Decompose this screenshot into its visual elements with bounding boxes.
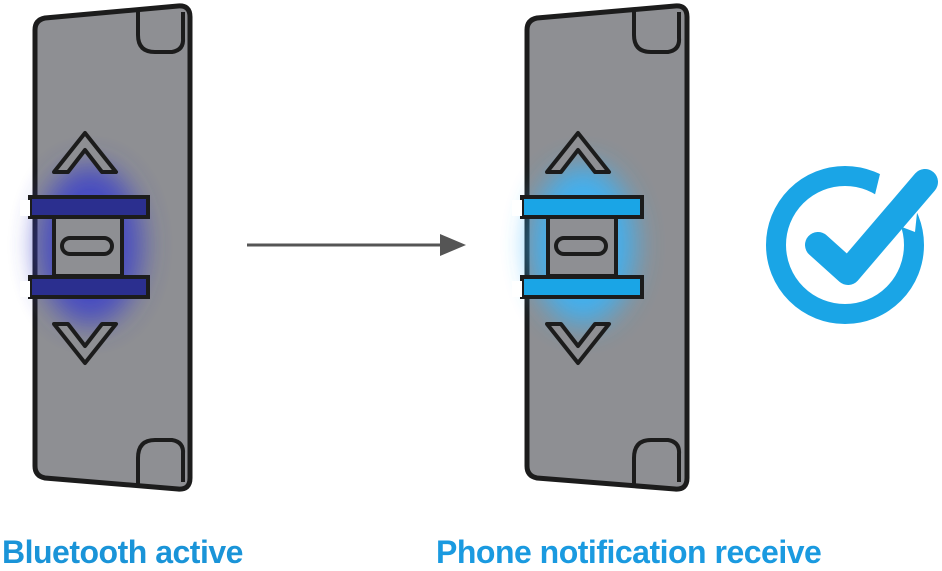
checkmark-circle-icon: [766, 166, 938, 324]
center-button-oval: [60, 236, 114, 256]
chevron-down-icon: [545, 322, 611, 365]
side-tab: [20, 281, 30, 297]
side-tab: [512, 281, 522, 297]
led-bar-bottom: [520, 275, 644, 299]
chevron-up-icon: [545, 131, 611, 174]
chevron-up-icon: [52, 131, 118, 174]
caption-phone-notification: Phone notification receive: [436, 534, 822, 570]
device-phone-notification: [512, 3, 690, 492]
chevron-down-icon: [52, 322, 118, 365]
side-tab: [512, 200, 522, 216]
led-bar-bottom: [28, 275, 150, 299]
center-button-oval: [554, 236, 608, 256]
caption-bluetooth-active: Bluetooth active: [2, 534, 243, 570]
led-bar-top: [520, 195, 644, 219]
corner-notch: [136, 11, 186, 54]
corner-notch: [632, 11, 682, 54]
device-bluetooth-active: [20, 3, 193, 492]
corner-notch: [632, 438, 682, 484]
led-bar-top: [28, 195, 150, 219]
side-tab: [20, 200, 30, 216]
arrow-right-icon: [247, 234, 466, 256]
corner-notch: [136, 438, 186, 484]
